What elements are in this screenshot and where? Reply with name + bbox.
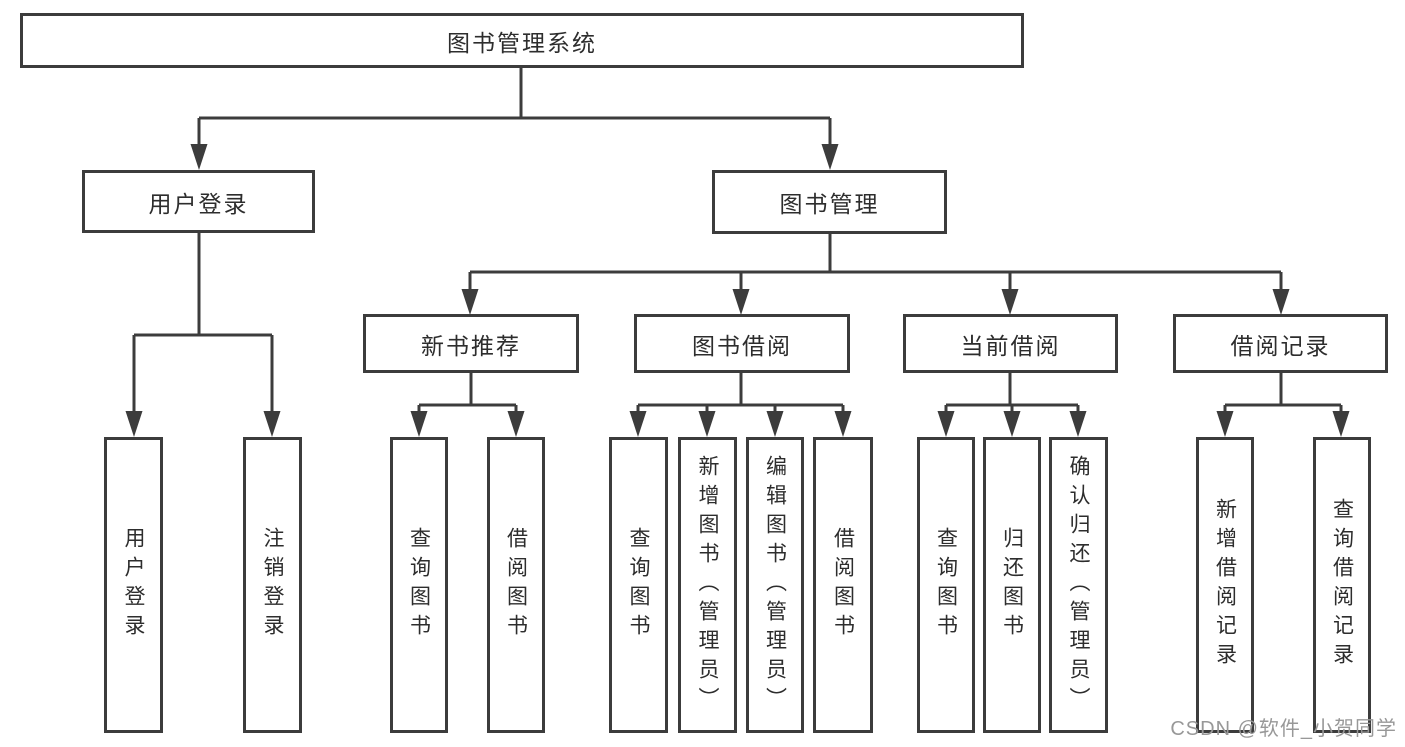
leaf-borrow-books: 借阅图书 bbox=[487, 437, 545, 733]
leaf-label: 确认归还（管理员） bbox=[1067, 454, 1090, 716]
connector-current-borrow-branch bbox=[937, 373, 1087, 437]
leaf-label: 新增图书（管理员） bbox=[696, 454, 719, 716]
connector-book-borrow-branch bbox=[629, 373, 852, 437]
leaf-label: 注销登录 bbox=[261, 527, 284, 643]
arrowhead bbox=[1332, 411, 1350, 437]
arrowhead bbox=[937, 411, 955, 437]
leaf-label: 归还图书 bbox=[1000, 527, 1024, 643]
leaf-label: 查询借阅记录 bbox=[1330, 498, 1354, 672]
arrowhead bbox=[834, 411, 852, 437]
leaf-add-borrow-record: 新增借阅记录 bbox=[1196, 437, 1254, 733]
arrowhead bbox=[821, 144, 839, 170]
leaf-query-borrow-record: 查询借阅记录 bbox=[1313, 437, 1371, 733]
arrowhead bbox=[263, 411, 281, 437]
arrowhead bbox=[461, 289, 479, 315]
leaf-query-books: 查询图书 bbox=[917, 437, 975, 733]
leaf-user-login: 用户登录 bbox=[104, 437, 163, 733]
arrowhead bbox=[1001, 289, 1019, 315]
arrowhead bbox=[507, 411, 525, 437]
node-new-book-recommendation: 新书推荐 bbox=[363, 314, 579, 373]
arrowhead bbox=[410, 411, 428, 437]
arrowhead bbox=[1216, 411, 1234, 437]
node-book-borrowing: 图书借阅 bbox=[634, 314, 850, 373]
connector-book-management-branch bbox=[461, 234, 1290, 315]
node-user-login: 用户登录 bbox=[82, 170, 315, 233]
leaf-label: 查询图书 bbox=[407, 527, 431, 643]
arrowhead bbox=[629, 411, 647, 437]
arrowhead bbox=[125, 411, 143, 437]
leaf-return-books: 归还图书 bbox=[983, 437, 1041, 733]
connector-new-book-branch bbox=[410, 373, 525, 437]
leaf-add-books-admin: 新增图书（管理员） bbox=[678, 437, 737, 733]
arrowhead bbox=[1003, 411, 1021, 437]
leaf-label: 查询图书 bbox=[934, 527, 958, 643]
leaf-logout: 注销登录 bbox=[243, 437, 302, 733]
leaf-label: 用户登录 bbox=[122, 527, 145, 643]
leaf-label: 借阅图书 bbox=[504, 527, 528, 643]
leaf-label: 新增借阅记录 bbox=[1213, 498, 1237, 672]
arrowhead bbox=[698, 411, 716, 437]
arrowhead bbox=[190, 144, 208, 170]
leaf-query-books: 查询图书 bbox=[609, 437, 668, 733]
connector-root-to-level1 bbox=[190, 68, 839, 170]
connector-borrow-records-branch bbox=[1216, 373, 1350, 437]
leaf-confirm-return-admin: 确认归还（管理员） bbox=[1049, 437, 1108, 733]
connector-user-login-branch bbox=[125, 233, 281, 437]
leaf-borrow-books: 借阅图书 bbox=[813, 437, 873, 733]
leaf-label: 借阅图书 bbox=[831, 527, 855, 643]
arrowhead bbox=[766, 411, 784, 437]
node-library-management-system: 图书管理系统 bbox=[20, 13, 1024, 68]
leaf-edit-books-admin: 编辑图书（管理员） bbox=[746, 437, 804, 733]
leaf-query-books: 查询图书 bbox=[390, 437, 448, 733]
leaf-label: 查询图书 bbox=[627, 527, 650, 643]
node-book-management: 图书管理 bbox=[712, 170, 947, 234]
arrowhead bbox=[1069, 411, 1087, 437]
watermark: CSDN @软件_小贺同学 bbox=[1170, 718, 1397, 740]
node-borrowing-records: 借阅记录 bbox=[1173, 314, 1388, 373]
arrowhead bbox=[732, 289, 750, 315]
arrowhead bbox=[1272, 289, 1290, 315]
leaf-label: 编辑图书（管理员） bbox=[763, 454, 787, 716]
node-current-borrowing: 当前借阅 bbox=[903, 314, 1118, 373]
